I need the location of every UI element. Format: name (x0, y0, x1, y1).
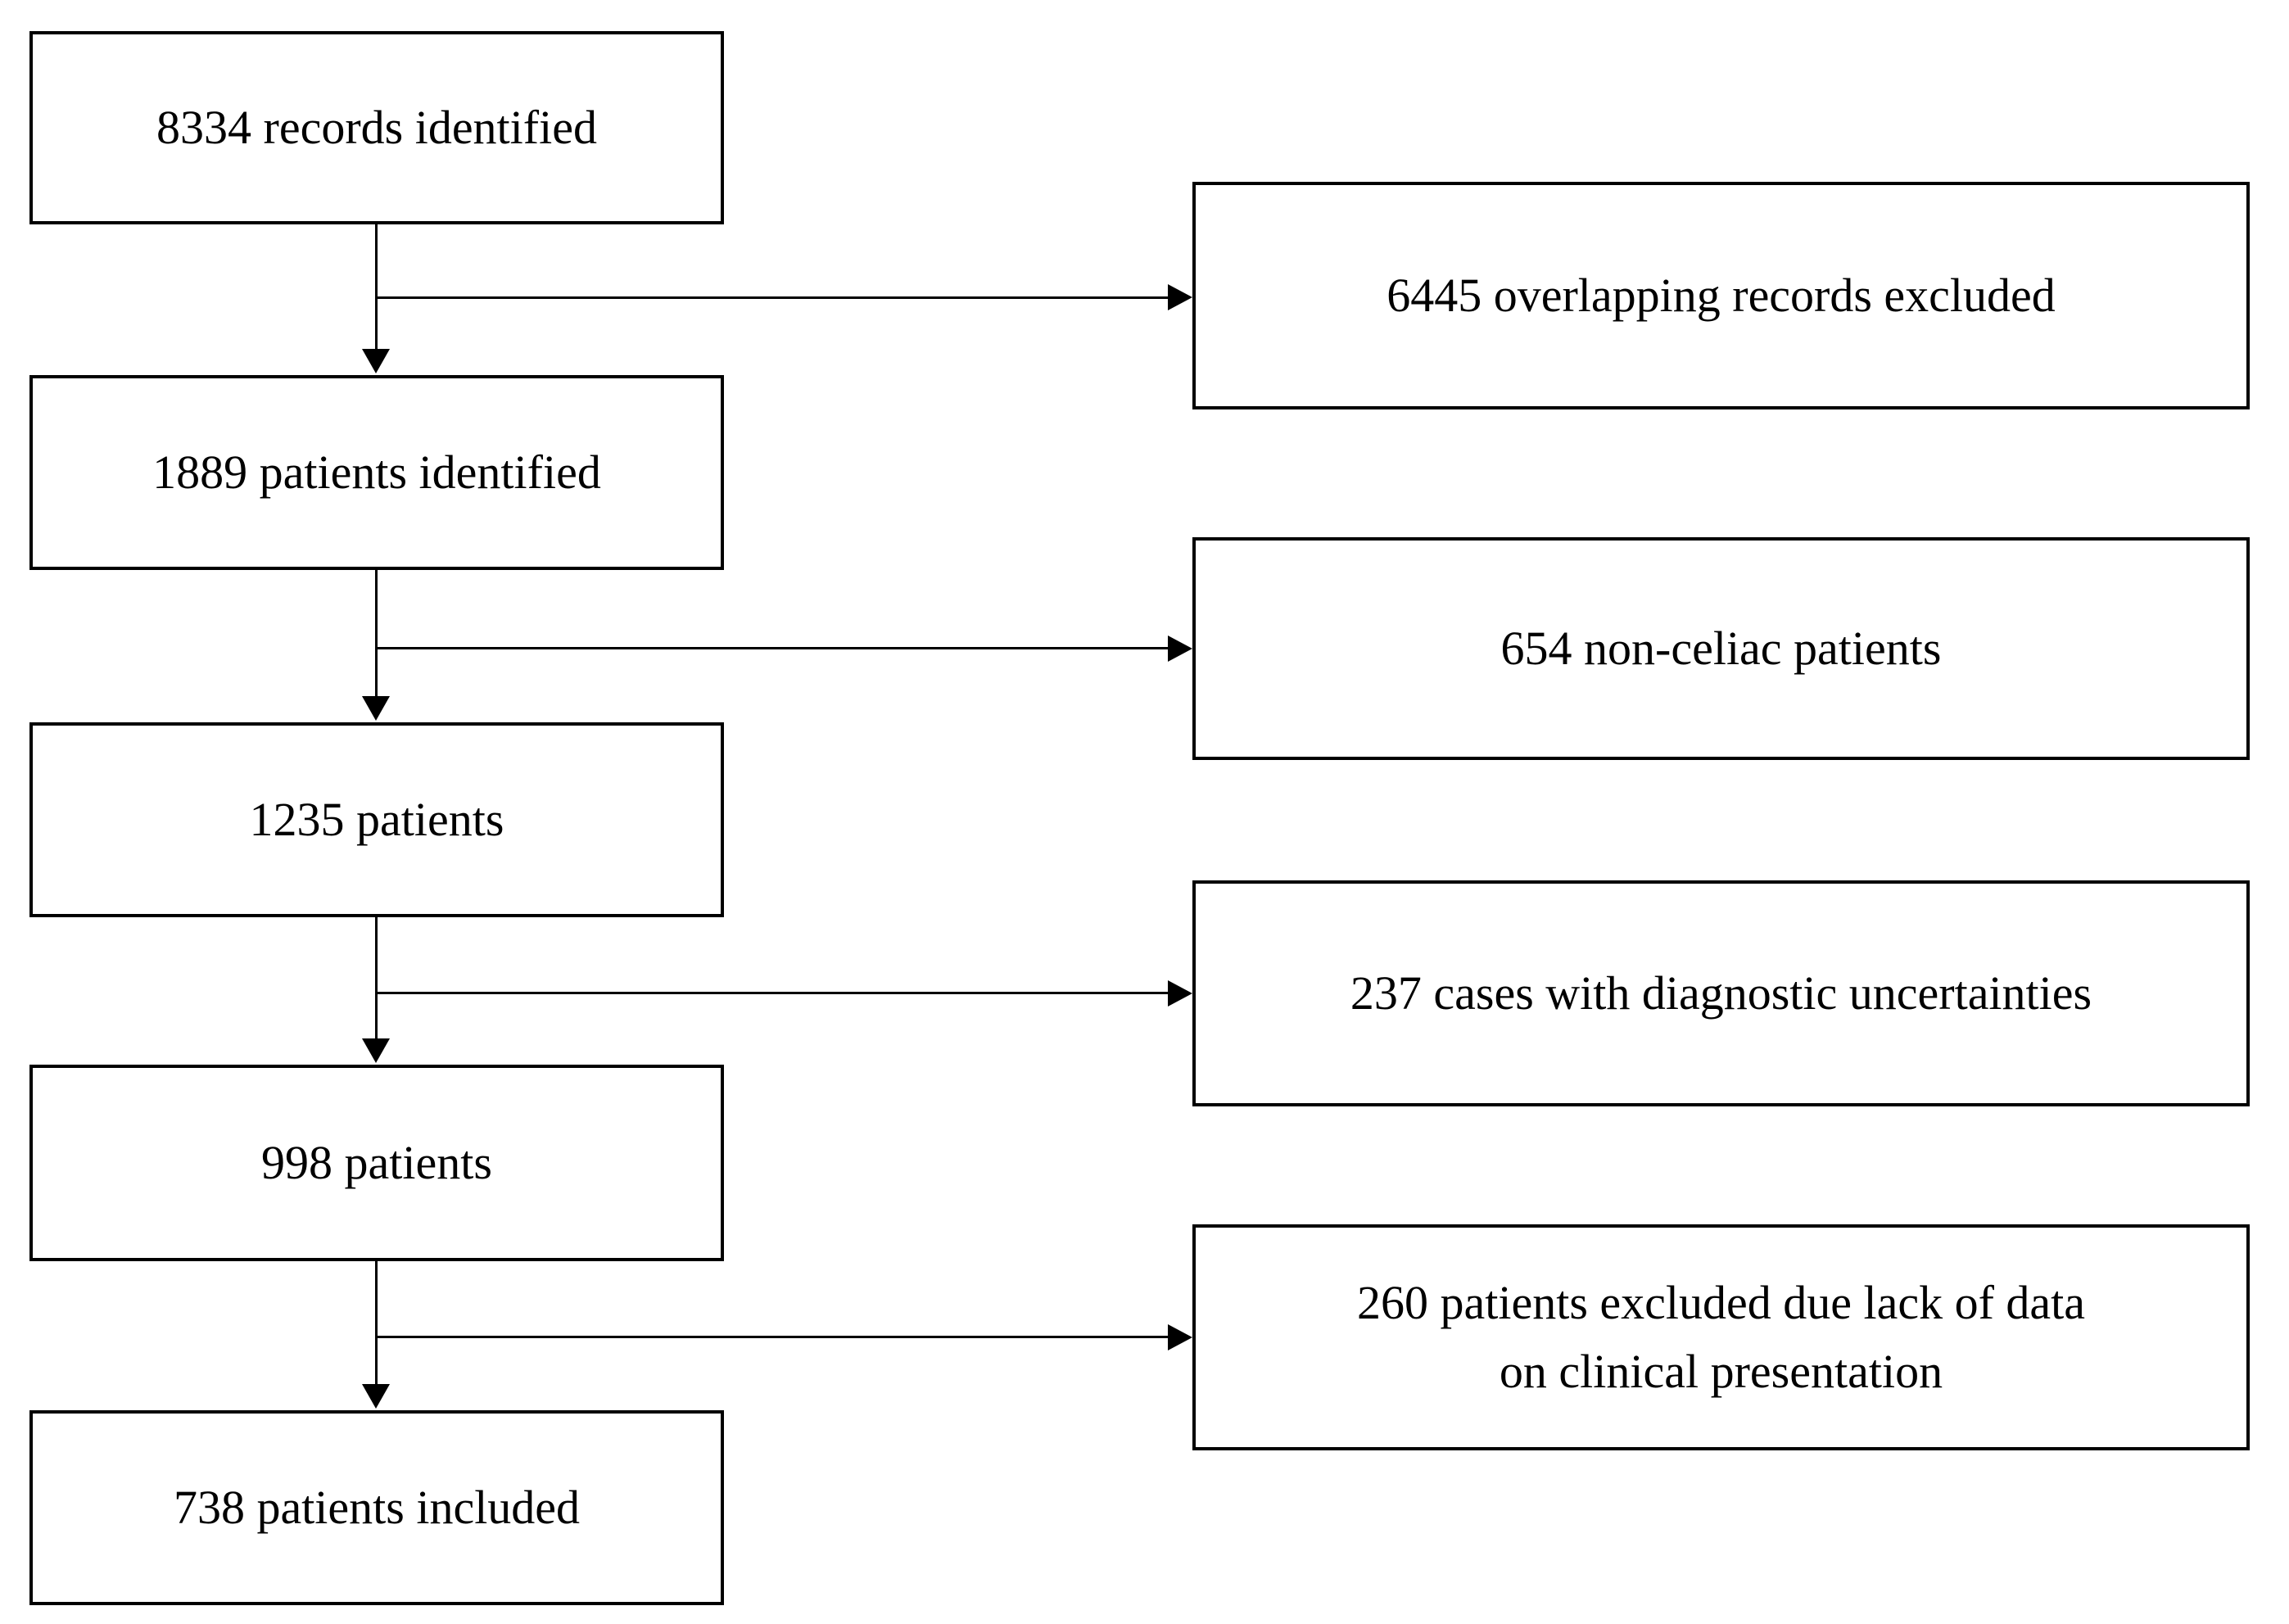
exclusion-node-label-line-1: 260 patients excluded due lack of data (1356, 1275, 2085, 1329)
exclusion-node-label: 654 non-celiac patients (1500, 621, 1942, 675)
flow-node-label: 1889 patients identified (152, 445, 601, 499)
exclusion-node-label: 6445 overlapping records excluded (1387, 268, 2056, 322)
flow-node-1235-patients: 1235 patients (29, 722, 724, 917)
flow-node-records-identified: 8334 records identified (29, 31, 724, 224)
exclusion-node-diagnostic-uncertainties: 237 cases with diagnostic uncertainties (1192, 880, 2250, 1106)
arrowhead-right-icon (1168, 284, 1192, 310)
arrowhead-down-icon (362, 1384, 390, 1409)
connector-line-vertical-4 (375, 1261, 378, 1386)
arrowhead-down-icon (362, 696, 390, 721)
branch-line-to-overlapping-records (376, 296, 1168, 299)
arrowhead-right-icon (1168, 1324, 1192, 1350)
flow-node-patients-identified: 1889 patients identified (29, 375, 724, 570)
flow-node-998-patients: 998 patients (29, 1065, 724, 1261)
branch-line-to-diagnostic-uncertainties (376, 992, 1168, 994)
arrowhead-right-icon (1168, 980, 1192, 1007)
flow-node-label: 998 patients (261, 1135, 492, 1189)
arrowhead-down-icon (362, 1038, 390, 1063)
flow-node-label: 1235 patients (249, 792, 504, 846)
flow-node-patients-included: 738 patients included (29, 1410, 724, 1605)
connector-line-vertical-1 (375, 224, 378, 352)
exclusion-node-overlapping-records: 6445 overlapping records excluded (1192, 182, 2250, 409)
flow-node-label: 738 patients included (173, 1480, 581, 1534)
exclusion-node-label-line-2: on clinical presentation (1499, 1345, 1943, 1398)
branch-line-to-non-celiac (376, 647, 1168, 649)
branch-line-to-lack-of-data (376, 1336, 1168, 1338)
flow-node-label: 8334 records identified (156, 100, 597, 154)
exclusion-node-lack-of-data: 260 patients excluded due lack of data o… (1192, 1224, 2250, 1450)
arrowhead-down-icon (362, 349, 390, 373)
exclusion-node-label: 237 cases with diagnostic uncertainties (1350, 966, 2092, 1020)
exclusion-node-non-celiac: 654 non-celiac patients (1192, 537, 2250, 760)
arrowhead-right-icon (1168, 636, 1192, 662)
connector-line-vertical-2 (375, 570, 378, 698)
connector-line-vertical-3 (375, 917, 378, 1040)
